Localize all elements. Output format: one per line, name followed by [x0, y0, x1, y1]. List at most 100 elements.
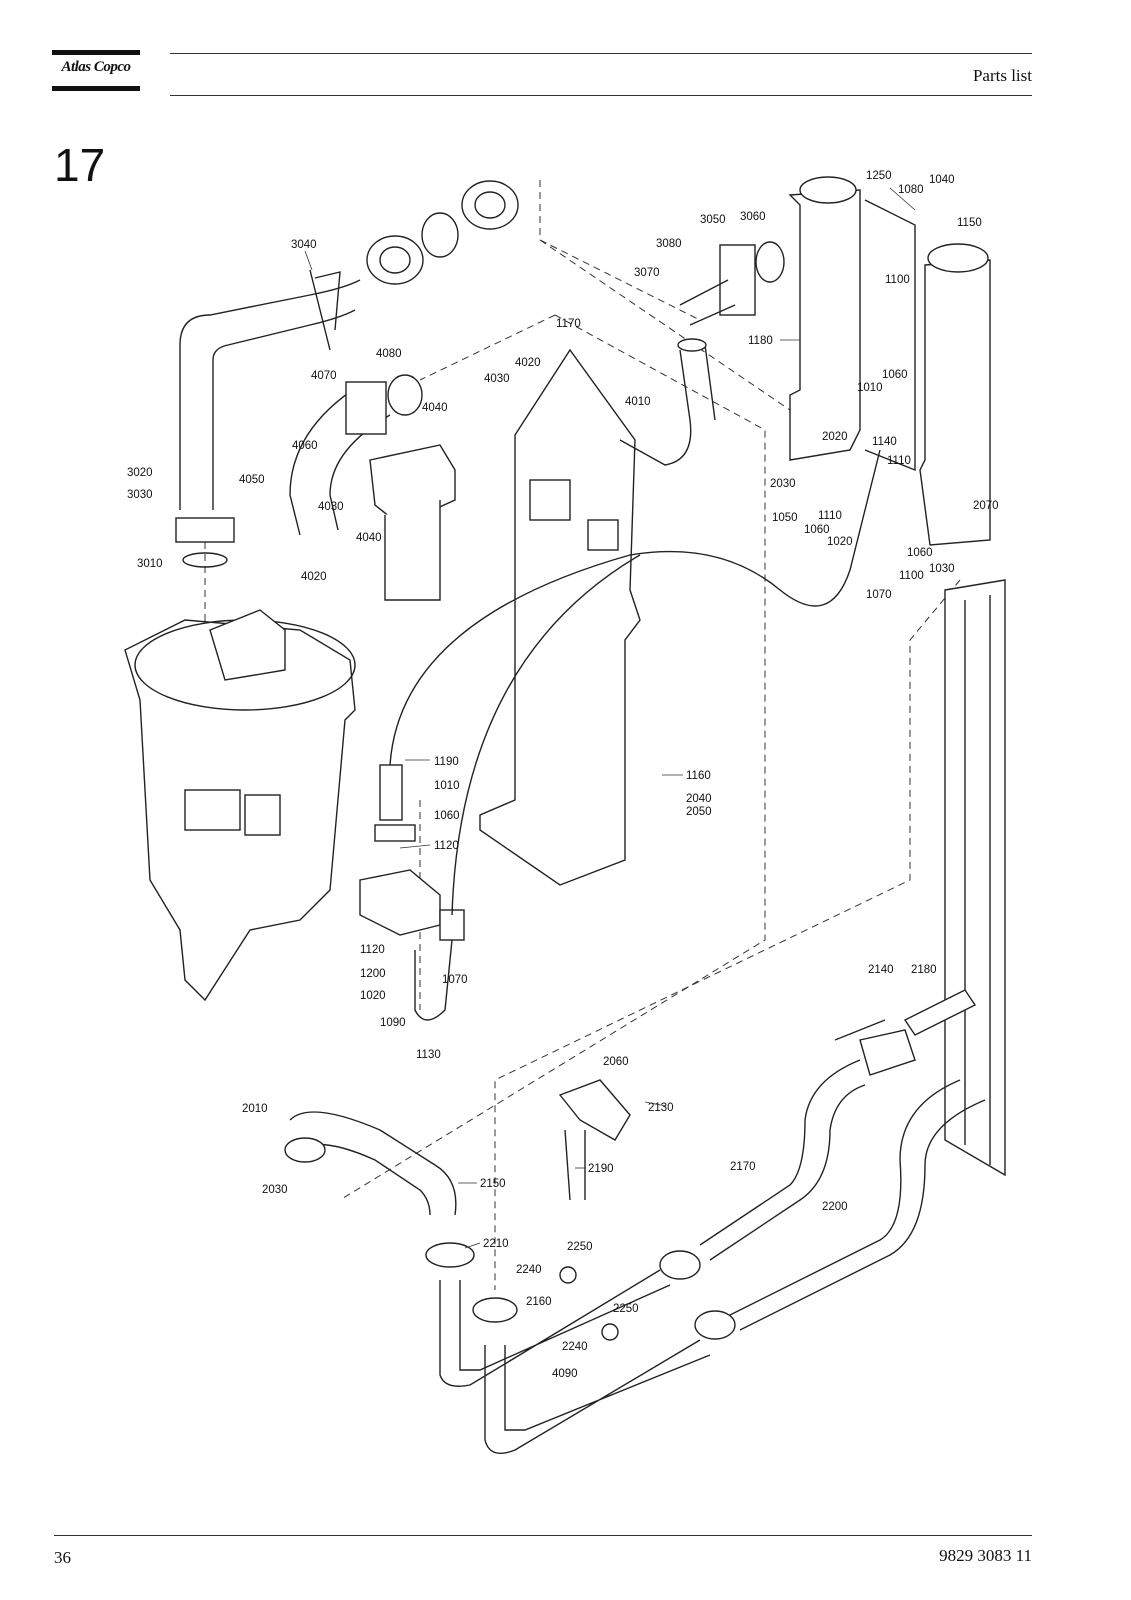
- stand-window-1: [529, 479, 571, 521]
- callout: 1180: [748, 335, 773, 347]
- callout: 2240: [562, 1341, 588, 1353]
- pipe-2170: [699, 1059, 866, 1261]
- hose-short: [414, 939, 453, 1021]
- callout: 4040: [356, 532, 382, 544]
- logo-bar-top: [52, 50, 140, 55]
- callout: 2140: [868, 964, 894, 976]
- callout: 1050: [772, 512, 798, 524]
- callout: 2130: [648, 1102, 674, 1114]
- callout: 1080: [898, 184, 924, 196]
- plug-2240-b: [601, 1323, 619, 1341]
- pipe-2150: [289, 1111, 457, 1216]
- callout: 2180: [911, 964, 937, 976]
- callout: 1070: [442, 974, 468, 986]
- callout: 2170: [730, 1161, 756, 1173]
- hose-long-1: [389, 449, 881, 766]
- callout: 1100: [899, 570, 924, 582]
- pipe-4010-end: [677, 338, 707, 352]
- pipe-3040: [179, 279, 361, 510]
- callout: 1200: [360, 968, 386, 980]
- frame-rail: [944, 579, 1006, 1177]
- clamp-2210: [425, 1242, 475, 1268]
- callout: 3030: [127, 489, 153, 501]
- pipe-3050: [679, 279, 736, 326]
- leader-line: [399, 844, 431, 849]
- callout: 1030: [929, 563, 955, 575]
- flange-3050: [719, 244, 756, 316]
- atlas-copco-logo: Atlas Copco: [52, 47, 140, 91]
- callout: 3070: [634, 267, 660, 279]
- logo-text: Atlas Copco: [61, 59, 131, 75]
- clamp-lower: [472, 1297, 518, 1323]
- callout: 1120: [434, 840, 459, 852]
- leader-line: [464, 1242, 481, 1249]
- frame-rail-inner: [964, 595, 991, 1165]
- callout: 1010: [434, 780, 460, 792]
- flange-2030: [284, 1137, 326, 1163]
- pipe-4090: [484, 1339, 711, 1454]
- callout: 2040: [686, 793, 712, 805]
- callout: 1100: [885, 274, 910, 286]
- callout: 2210: [483, 1238, 509, 1250]
- leader-line: [304, 250, 313, 271]
- flange-3010: [175, 517, 235, 543]
- callout: 1070: [866, 589, 892, 601]
- gasket-3060: [755, 241, 785, 283]
- callout: 2160: [526, 1296, 552, 1308]
- leader-line: [889, 187, 916, 211]
- manifold-1180: [788, 189, 861, 461]
- separator-flange: [244, 794, 281, 836]
- header-rule-top: [170, 53, 1032, 54]
- fitting-1190: [379, 764, 403, 821]
- callout: 3080: [656, 238, 682, 250]
- callout: 2010: [242, 1103, 268, 1115]
- callout: 4030: [484, 373, 510, 385]
- callout: 1060: [882, 369, 908, 381]
- callout: 4090: [552, 1368, 578, 1380]
- footer-rule: [54, 1535, 1032, 1536]
- callout: 1250: [866, 170, 892, 182]
- manifold-1150-cap: [927, 243, 989, 273]
- callout: 1020: [360, 990, 386, 1002]
- callout: 3060: [740, 211, 766, 223]
- callout: 1160: [686, 770, 711, 782]
- page-number: 36: [54, 1548, 71, 1567]
- plug-2240: [559, 1266, 577, 1284]
- callout: 1170: [556, 318, 581, 330]
- guide-line: [494, 579, 961, 1290]
- callout: 1020: [827, 536, 853, 548]
- header-title: Parts list: [972, 66, 1032, 85]
- clamp-top-2: [461, 180, 519, 230]
- callout: 1060: [434, 810, 460, 822]
- callout: 1110: [887, 455, 911, 467]
- separator-panel: [184, 789, 241, 831]
- callout: 4080: [376, 348, 402, 360]
- logo-bar-bottom: [52, 86, 140, 91]
- oring-4080: [387, 374, 423, 416]
- ball-valve-2140: [859, 1029, 916, 1076]
- callout: 2070: [973, 500, 999, 512]
- pipe-2160: [439, 1269, 671, 1387]
- callout: 1040: [929, 174, 955, 186]
- clamp-top-1: [366, 235, 424, 285]
- clamp-2170: [659, 1250, 701, 1280]
- clamp-2200: [694, 1310, 736, 1340]
- coupling-top: [421, 212, 459, 258]
- callout: 2060: [603, 1056, 629, 1068]
- flange-3040: [309, 269, 341, 351]
- manifold-1150: [919, 259, 991, 546]
- clamp-top-2-inner: [474, 191, 506, 219]
- callout: 4030: [318, 501, 344, 513]
- callout: 3040: [291, 239, 317, 251]
- flange-4060: [345, 381, 387, 435]
- callout: 2240: [516, 1264, 542, 1276]
- pipe-4010: [619, 344, 716, 466]
- callout: 1060: [804, 524, 830, 536]
- callout: 2030: [262, 1184, 288, 1196]
- callout: 3020: [127, 467, 153, 479]
- leader-line: [644, 1101, 667, 1107]
- callout: 2030: [770, 478, 796, 490]
- valve-block: [359, 869, 441, 936]
- callout: 1010: [857, 382, 883, 394]
- callout: 4070: [311, 370, 337, 382]
